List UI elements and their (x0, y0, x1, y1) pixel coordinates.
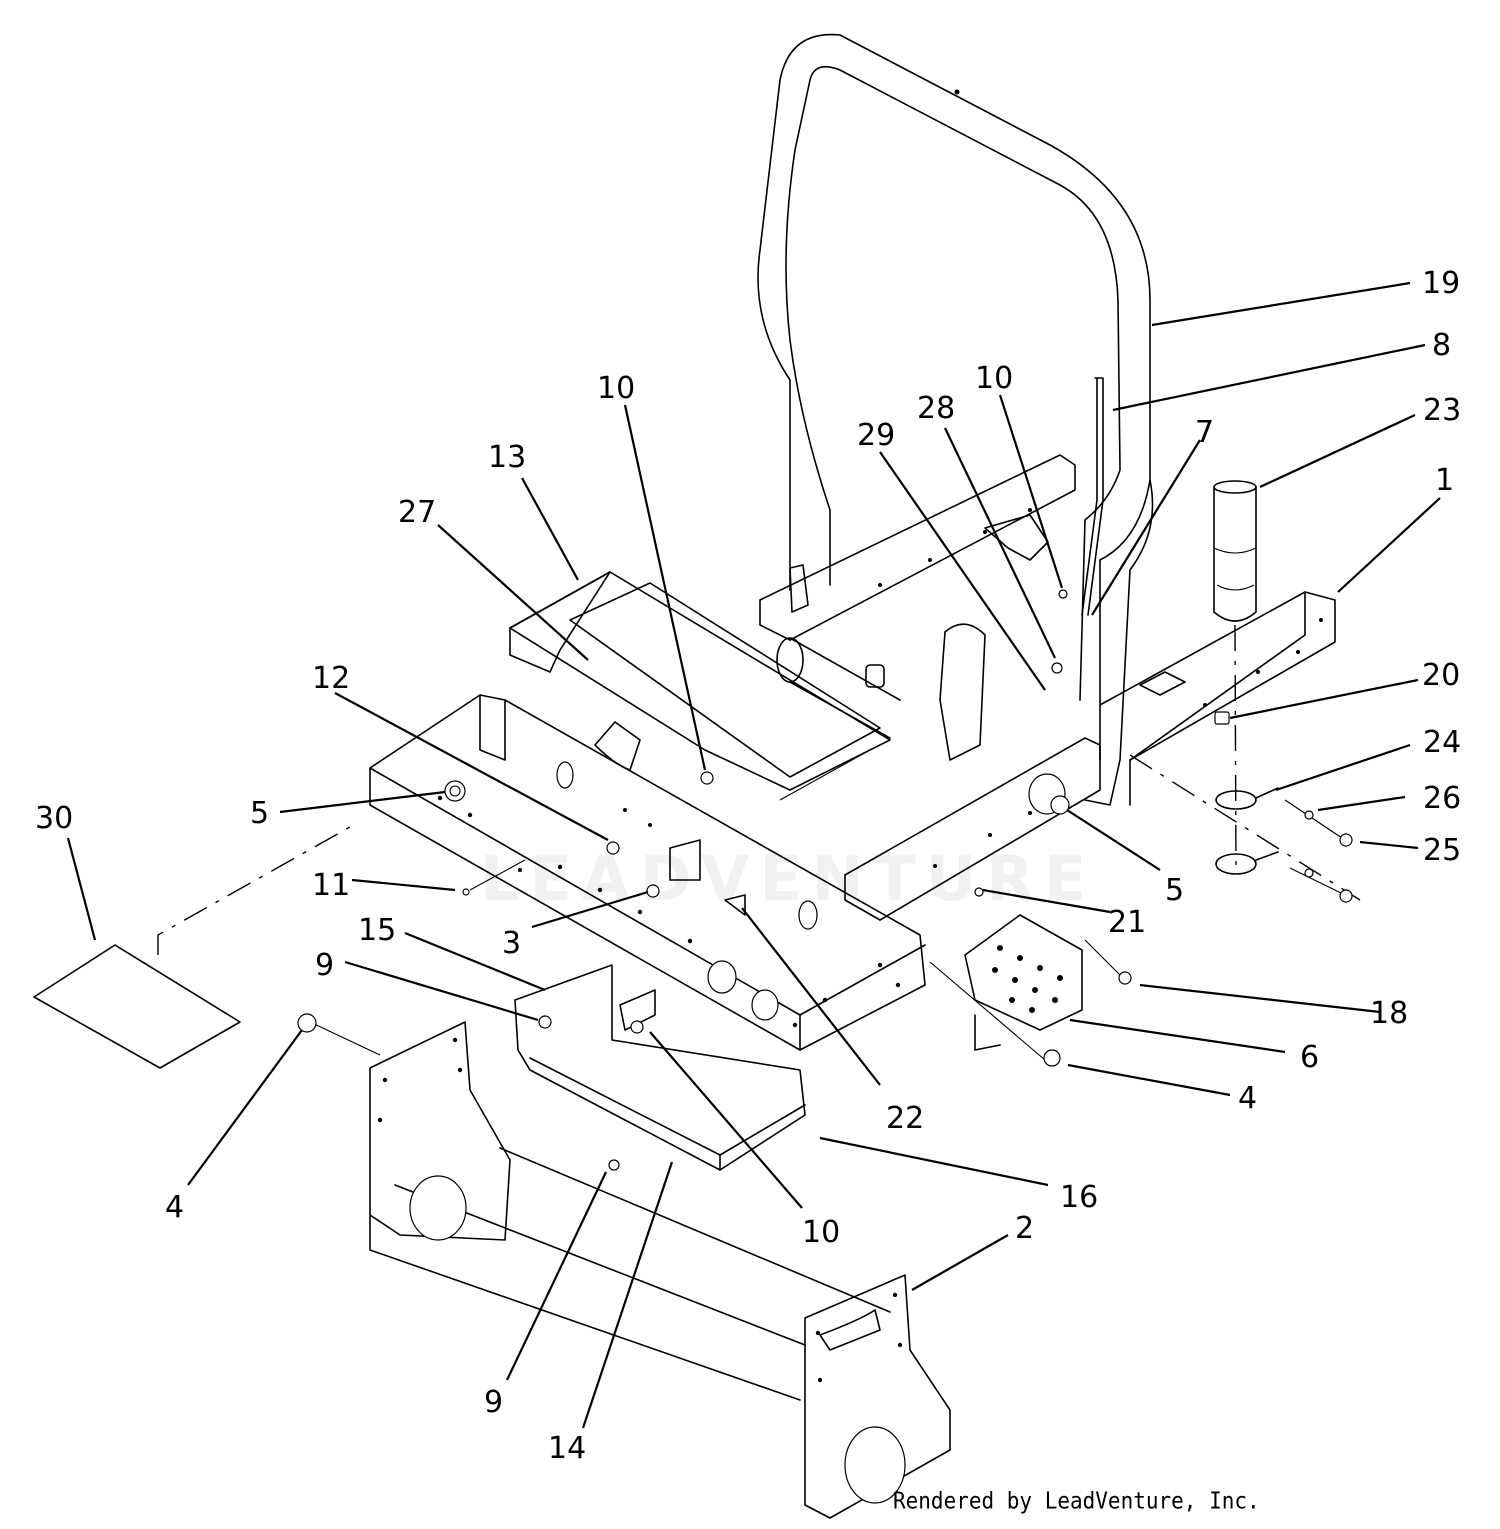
callout-22: 22 (886, 1101, 924, 1136)
roll-bar-part[interactable] (757, 33, 1154, 806)
callout-14: 14 (548, 1431, 586, 1466)
callout-27: 27 (398, 495, 436, 530)
battery-tray-part[interactable] (514, 964, 806, 1171)
foot-plate-part[interactable] (964, 914, 1083, 1051)
right-arm-part[interactable] (1099, 591, 1336, 806)
callout-12: 12 (312, 661, 350, 696)
callout-5-right: 5 (1165, 873, 1184, 908)
callout-9-upper: 9 (315, 948, 334, 983)
rear-cross-member-part[interactable] (759, 454, 1076, 761)
callout-19: 19 (1422, 266, 1460, 301)
callout-20: 20 (1422, 658, 1460, 693)
callout-4-right: 4 (1238, 1081, 1257, 1116)
left-hub-part[interactable] (444, 780, 466, 802)
roller-tube-part[interactable] (776, 637, 901, 739)
callout-26: 26 (1423, 781, 1461, 816)
callout-10-seat: 10 (597, 371, 635, 406)
fasteners (297, 589, 1353, 1171)
callout-15: 15 (358, 913, 396, 948)
credit-text: Rendered by LeadVenture, Inc. (893, 1487, 1260, 1514)
callout-29: 29 (857, 418, 895, 453)
callout-18: 18 (1370, 996, 1408, 1031)
callout-28: 28 (917, 391, 955, 426)
leader-lines (66, 281, 1441, 1429)
callout-24: 24 (1423, 725, 1461, 760)
callout-8: 8 (1432, 328, 1451, 363)
callout-5-left: 5 (250, 796, 269, 831)
callout-4-left: 4 (165, 1190, 184, 1225)
callout-10-tray: 10 (802, 1215, 840, 1250)
rod-part[interactable] (1081, 377, 1104, 616)
watermark-text: LEADVENTURE (480, 842, 1096, 915)
callout-16: 16 (1060, 1180, 1098, 1215)
callout-11: 11 (312, 868, 350, 903)
clip-upper-part[interactable] (1215, 787, 1279, 810)
callout-25: 25 (1423, 833, 1461, 868)
fastener-guides (309, 624, 1361, 1061)
callout-6: 6 (1300, 1040, 1319, 1075)
callout-21: 21 (1108, 905, 1146, 940)
callout-labels: 19 8 23 1 10 10 28 29 7 13 27 12 20 24 2… (35, 266, 1461, 1466)
callout-13: 13 (488, 440, 526, 475)
callout-2: 2 (1015, 1211, 1034, 1246)
callout-10-upper: 10 (975, 361, 1013, 396)
right-side-rail-part[interactable] (844, 737, 1101, 921)
callout-30: 30 (35, 801, 73, 836)
clip-lower-part[interactable] (1215, 851, 1279, 875)
grip-part[interactable] (1213, 480, 1257, 622)
main-frame-part[interactable] (369, 694, 926, 1051)
callout-23: 23 (1423, 393, 1461, 428)
callout-7: 7 (1195, 415, 1214, 450)
decal-part[interactable] (33, 826, 351, 1069)
callout-9-lower: 9 (484, 1385, 503, 1420)
callout-1: 1 (1435, 463, 1454, 498)
callout-3: 3 (502, 926, 521, 961)
seat-plate-part[interactable] (509, 571, 891, 801)
front-frame-part[interactable] (369, 1021, 951, 1519)
